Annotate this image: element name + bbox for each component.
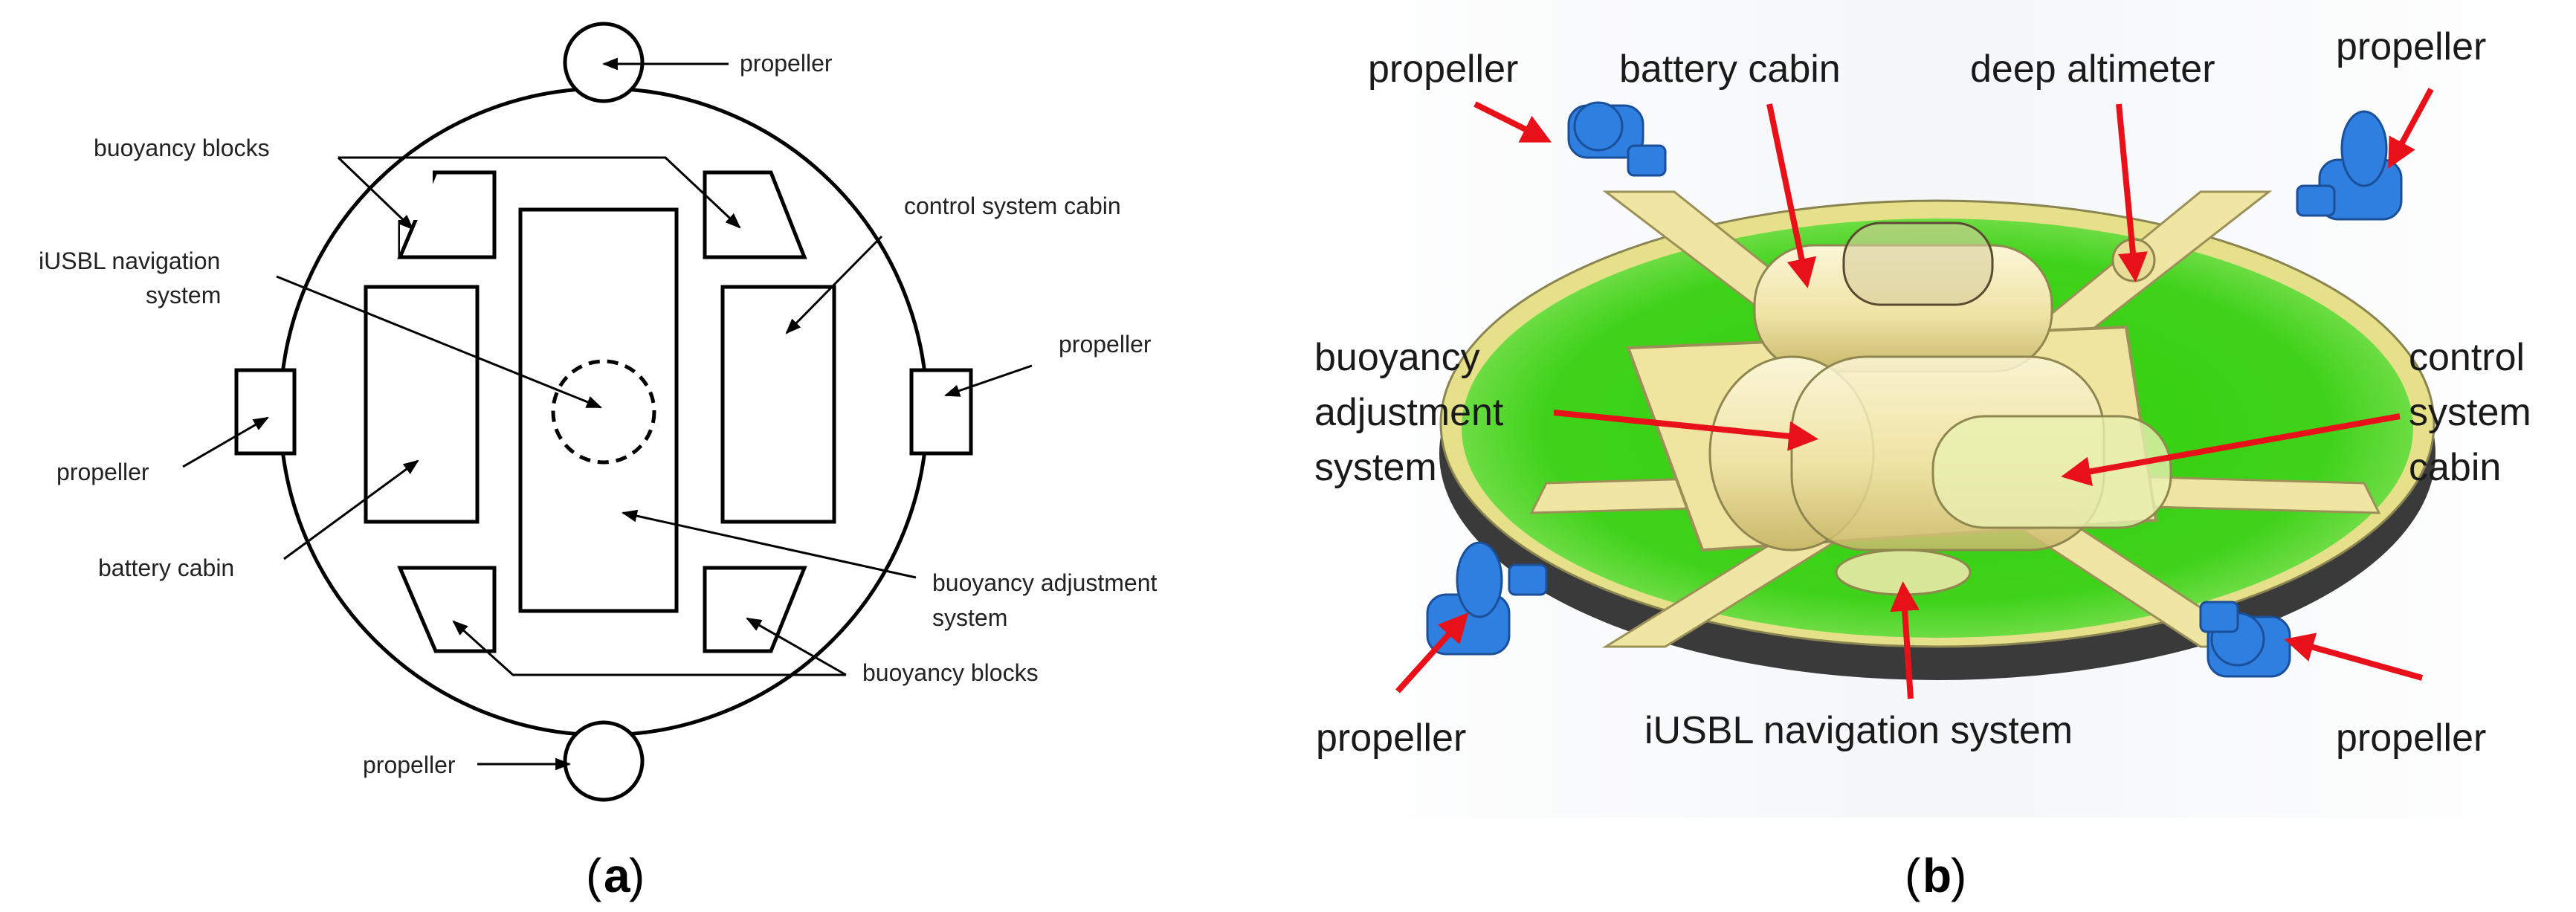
label-propeller-right: propeller xyxy=(1059,331,1152,358)
label-buoyancy-blocks-top: buoyancy blocks xyxy=(94,135,270,161)
caption-b-close: ) xyxy=(1951,849,1966,902)
label-b-buoyancy-line1: buoyancy xyxy=(1314,336,1480,379)
leader-buoyancy-adjustment xyxy=(621,509,917,579)
label-b-buoyancy-line3: system xyxy=(1314,446,1437,489)
arrow-propeller-bottom-left xyxy=(1395,612,1469,693)
label-propeller-top: propeller xyxy=(740,50,833,77)
leader-buoyancy-bottom-right xyxy=(746,617,847,676)
arrow-deep-altimeter xyxy=(2116,103,2148,282)
control-cabin-cylinder xyxy=(1931,415,2172,529)
panel-a-schematic: propeller buoyancy blocks control system… xyxy=(39,22,1158,902)
panel-b-rendering: propeller battery cabin deep altimeter p… xyxy=(1301,0,2576,902)
label-b-control-line1: control xyxy=(2409,336,2525,379)
cabins xyxy=(1708,221,2172,596)
propeller-top-left-3d xyxy=(1567,101,1667,177)
leader-battery-cabin xyxy=(283,459,419,560)
hull-outline xyxy=(278,86,929,737)
label-propeller-left: propeller xyxy=(57,459,149,485)
caption-a: ( a ) xyxy=(586,849,645,902)
label-control-system-cabin: control system cabin xyxy=(904,193,1121,219)
arrow-propeller-top-left xyxy=(1473,101,1552,143)
panel-b-labels: propeller battery cabin deep altimeter p… xyxy=(1314,25,2531,760)
leader-propeller-left xyxy=(182,416,269,468)
arrow-control-cabin xyxy=(2061,413,2401,487)
label-b-propeller-bottom-right: propeller xyxy=(2336,717,2486,760)
label-b-battery-cabin: battery cabin xyxy=(1619,48,1841,91)
arrow-buoyancy-adjustment xyxy=(1553,410,1818,451)
caption-b-letter: b xyxy=(1923,849,1952,902)
label-b-buoyancy-line2: adjustment xyxy=(1314,391,1504,434)
caption-b: ( b ) xyxy=(1905,849,1966,902)
arrow-battery-cabin xyxy=(1766,103,1817,288)
buoyancy-block-bottom-left xyxy=(397,566,497,653)
mask-tl xyxy=(396,168,433,220)
label-b-propeller-top-right: propeller xyxy=(2336,25,2486,68)
propeller-left-shape xyxy=(234,368,297,456)
label-buoyancy-adjustment-line1: buoyancy adjustment xyxy=(932,569,1158,596)
arrow-propeller-top-right xyxy=(2388,88,2434,169)
leader-buoyancy-top-left xyxy=(337,156,414,230)
leader-buoyancy-bottom-left xyxy=(452,620,846,676)
label-b-deep-altimeter: deep altimeter xyxy=(1970,48,2215,91)
label-propeller-bottom: propeller xyxy=(363,751,456,778)
leader-propeller-right xyxy=(944,364,1033,397)
panel-a-leaders xyxy=(182,57,1033,771)
label-buoyancy-blocks-bottom: buoyancy blocks xyxy=(862,659,1039,686)
label-b-propeller-bottom-left: propeller xyxy=(1316,717,1466,760)
propeller-bottom-shape xyxy=(563,720,645,802)
caption-b-open: ( xyxy=(1905,849,1920,902)
buoyancy-block-bottom-right xyxy=(703,566,807,653)
caption-a-letter: a xyxy=(604,849,630,902)
leader-buoyancy-top-right xyxy=(338,156,741,229)
leader-iusbl xyxy=(276,275,602,409)
buoyancy-adjustment-shape xyxy=(518,207,679,613)
arrow-iusbl xyxy=(1890,581,1920,699)
glass-cylinder xyxy=(1842,221,1994,306)
caption-a-open: ( xyxy=(586,849,601,902)
iusbl-shape xyxy=(551,359,656,465)
propellers-3d xyxy=(1426,101,2403,678)
panel-b-arrows xyxy=(1395,88,2434,699)
arrow-propeller-bottom-right xyxy=(2284,633,2424,681)
leader-control-cabin xyxy=(785,235,883,334)
propeller-right-shape xyxy=(909,368,973,456)
label-iusbl-line1: iUSBL navigation xyxy=(39,248,220,274)
propeller-top-shape xyxy=(563,22,645,103)
caption-a-close: ) xyxy=(629,849,645,902)
buoyancy-block-top-right xyxy=(703,170,807,259)
label-b-control-line3: cabin xyxy=(2409,446,2501,489)
propeller-bottom-right-3d xyxy=(2199,601,2291,678)
propeller-top-right-3d xyxy=(2296,110,2403,221)
label-buoyancy-adjustment-line2: system xyxy=(932,604,1007,631)
label-b-iusbl: iUSBL navigation system xyxy=(1644,709,2073,752)
panel-a-labels: propeller buoyancy blocks control system… xyxy=(39,50,1158,778)
label-b-propeller-top-left: propeller xyxy=(1368,48,1518,91)
control-cabin-shape xyxy=(720,285,836,524)
battery-cabin-shape xyxy=(364,285,480,524)
label-iusbl-line2: system xyxy=(146,282,221,308)
label-battery-cabin: battery cabin xyxy=(98,554,234,581)
label-b-control-line2: system xyxy=(2409,391,2531,434)
